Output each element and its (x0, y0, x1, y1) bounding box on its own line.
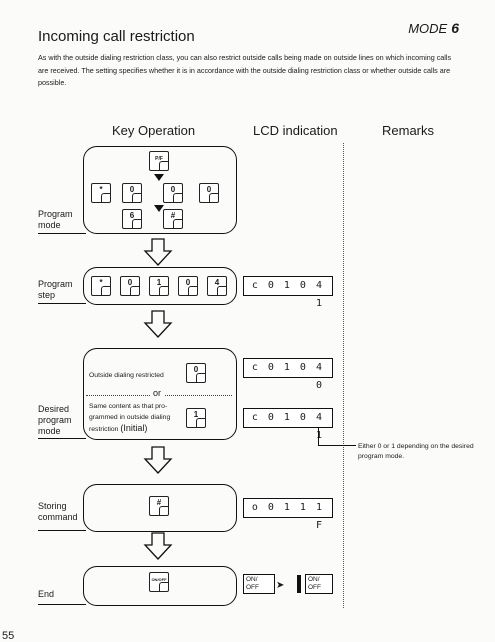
remark-pointer (318, 428, 319, 445)
finger-icon (159, 286, 169, 296)
finger-icon (101, 286, 111, 296)
four-key[interactable]: 4 (207, 276, 227, 296)
intro-paragraph: As with the outside dialing restriction … (38, 53, 452, 87)
zero-key[interactable]: 0 (178, 276, 198, 296)
option-b-line: restriction (Initial) (89, 423, 170, 435)
lcd-option-initial: c 0 1 0 4 1 (243, 408, 333, 441)
key-label: 1 (193, 410, 199, 419)
option-same-as-outside-restriction: Same content as that pro- grammed in out… (89, 401, 170, 435)
column-lcd-indication: LCD indication (253, 123, 338, 138)
led-bar-icon (297, 575, 301, 593)
hollow-arrow-down-icon (143, 446, 173, 474)
option-b-line: grammed in outside dialing (89, 414, 171, 421)
initial-tag: (Initial) (120, 423, 148, 433)
key-label: 1 (156, 278, 162, 287)
mode-number: 6 (451, 20, 459, 36)
mode-label: MODE (408, 21, 448, 36)
hash-key[interactable]: # (149, 496, 169, 516)
option-b-line: restriction (89, 426, 119, 433)
key-label: # (156, 498, 162, 507)
finger-icon (196, 418, 206, 428)
lcd-storing-command: o 0 1 1 1 F (243, 498, 333, 531)
key-label: 0 (129, 185, 135, 194)
zero-key[interactable]: 0 (122, 183, 142, 203)
program-step-rule (38, 303, 86, 304)
key-label: * (99, 185, 103, 194)
step-label-end: End (38, 589, 55, 599)
star-key[interactable]: * (91, 183, 111, 203)
finger-icon (209, 193, 219, 203)
section-title: Incoming call restriction (38, 28, 195, 45)
finger-icon (132, 193, 142, 203)
storing-command-rule (38, 530, 86, 531)
finger-icon (130, 286, 140, 296)
key-label: # (170, 211, 176, 220)
key-label: 0 (206, 185, 212, 194)
key-label: ON/OFF (151, 577, 167, 582)
zero-key[interactable]: 0 (199, 183, 219, 203)
step-label-program-mode: Program mode (38, 209, 73, 230)
finger-icon (101, 193, 111, 203)
hash-key[interactable]: # (163, 209, 183, 229)
finger-icon (159, 161, 169, 171)
page-number: 55 (2, 630, 15, 642)
finger-icon (196, 373, 206, 383)
remark-leader (318, 445, 356, 446)
key-label: 0 (127, 278, 133, 287)
hollow-arrow-down-icon (143, 532, 173, 560)
on-off-indicator-blinking: ON/ OFF (243, 574, 275, 594)
zero-key[interactable]: 0 (163, 183, 183, 203)
or-label: or (150, 388, 165, 398)
zero-key[interactable]: 0 (186, 363, 206, 383)
key-label: 0 (185, 278, 191, 287)
six-key[interactable]: 6 (122, 209, 142, 229)
key-label: P/F (155, 156, 163, 162)
finger-icon (173, 193, 183, 203)
hollow-arrow-down-icon (143, 310, 173, 338)
step-label-program-step: Program step (38, 279, 73, 300)
step-label-desired-program-mode: Desired program mode (38, 404, 72, 436)
program-mode-rule (38, 233, 86, 234)
key-label: 4 (214, 278, 220, 287)
star-key[interactable]: * (91, 276, 111, 296)
program-key[interactable]: P/F (149, 151, 169, 171)
lcd-program-step: c 0 1 0 4 1 (243, 276, 333, 309)
finger-icon (132, 219, 142, 229)
remark-text: Either 0 or 1 depending on the desired p… (358, 443, 474, 460)
option-outside-dialing-restricted: Outside dialing restricted (89, 372, 164, 379)
arrow-down-icon (154, 174, 164, 181)
column-key-operation: Key Operation (112, 123, 196, 138)
key-label: * (99, 278, 103, 287)
desired-mode-rule (38, 438, 86, 439)
finger-icon (188, 286, 198, 296)
key-label: 0 (170, 185, 176, 194)
one-key[interactable]: 1 (149, 276, 169, 296)
on-off-key[interactable]: ON/OFF (149, 572, 169, 592)
zero-key[interactable]: 0 (120, 276, 140, 296)
key-label: 0 (193, 365, 199, 374)
arrow-right-icon: ➤ (276, 580, 285, 591)
one-key[interactable]: 1 (186, 408, 206, 428)
column-remarks: Remarks (382, 123, 435, 138)
lcd-option-restricted: c 0 1 0 4 0 (243, 358, 333, 391)
on-off-indicator-steady: ON/ OFF (305, 574, 333, 594)
finger-icon (159, 506, 169, 516)
finger-icon (173, 219, 183, 229)
finger-icon (217, 286, 227, 296)
finger-icon (159, 582, 169, 592)
key-label: 6 (129, 211, 135, 220)
hollow-arrow-down-icon (143, 238, 173, 266)
option-b-line: Same content as that pro- (89, 403, 168, 410)
end-rule (38, 604, 86, 605)
column-divider (343, 143, 344, 608)
step-label-storing-command: Storing command (38, 501, 78, 522)
arrow-down-icon (154, 205, 164, 212)
